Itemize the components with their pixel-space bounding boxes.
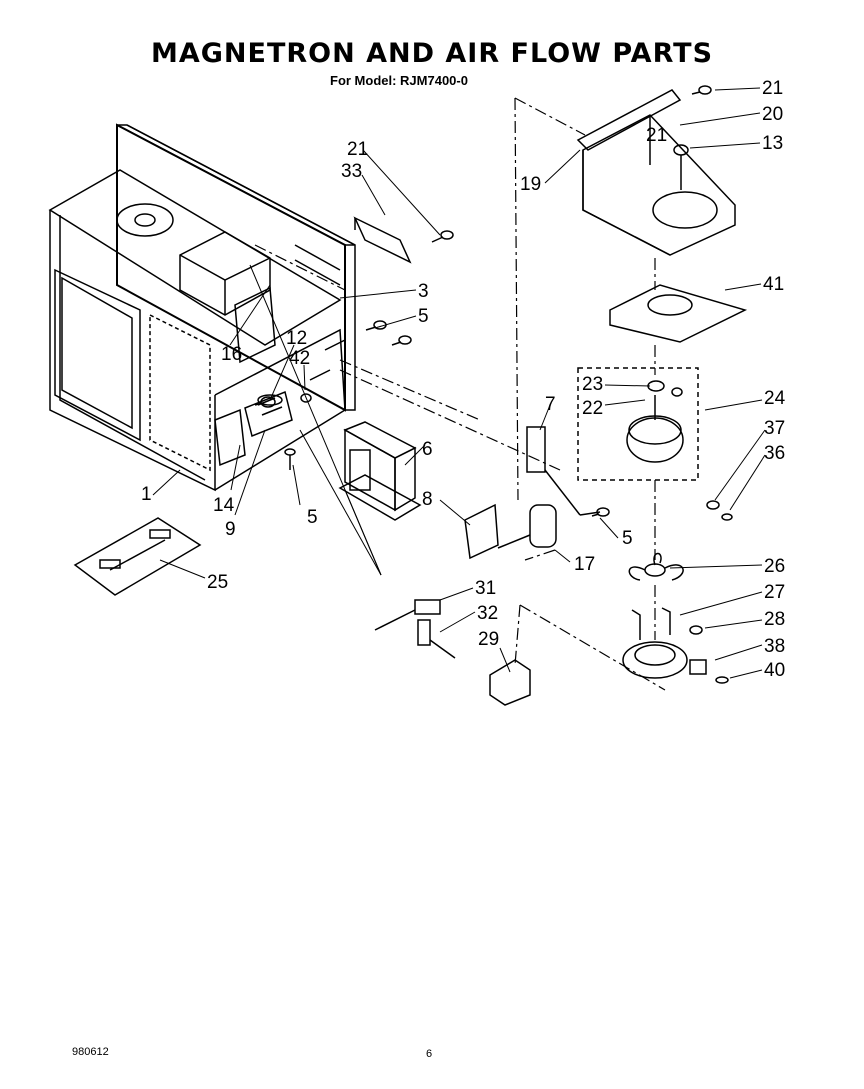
callout-label: 38 <box>764 636 785 657</box>
callout-label: 42 <box>289 348 310 369</box>
callout-label: 13 <box>762 133 783 154</box>
capacitor-bracket-8 <box>464 503 499 560</box>
callout-label: 41 <box>763 274 784 295</box>
callout-label: 32 <box>477 603 498 624</box>
callout-label: 3 <box>418 281 429 302</box>
page-title: MAGNETRON AND AIR FLOW PARTS <box>150 38 714 69</box>
callout-label: 24 <box>764 388 786 409</box>
part-25-plate <box>73 517 202 596</box>
assembly-guide-lines <box>254 97 666 691</box>
callout-label: 16 <box>221 344 242 365</box>
air-duct-part-20 <box>582 114 736 256</box>
model-subtitle: For Model: RJM7400-0 <box>330 73 468 88</box>
callout-label: 5 <box>622 528 633 549</box>
callout-label: 1 <box>141 484 152 505</box>
callout-label: 29 <box>478 629 499 650</box>
baffle-41 <box>609 284 748 343</box>
fan-blade-26 <box>628 552 684 581</box>
diode-7 <box>526 426 546 473</box>
callout-label: 22 <box>582 398 603 419</box>
callout-label: 37 <box>764 418 785 439</box>
transformer-part-6 <box>338 421 422 521</box>
callout-label: 40 <box>764 660 785 681</box>
callout-label: 7 <box>545 394 556 415</box>
callout-label: 36 <box>764 443 785 464</box>
callout-label: 8 <box>422 489 433 510</box>
callout-label: 5 <box>418 306 429 327</box>
part-29-thermal-cutout <box>489 659 531 706</box>
motor-box <box>577 367 699 481</box>
callout-label: 19 <box>520 174 541 195</box>
part-number-labels: 21 33 3 5 16 12 42 14 9 5 1 25 6 8 7 5 1… <box>141 78 786 681</box>
callout-label: 5 <box>307 507 318 528</box>
callout-label: 20 <box>762 104 783 125</box>
callout-label: 26 <box>764 556 785 577</box>
callout-label: 6 <box>422 439 433 460</box>
fan-base-27 <box>622 607 688 679</box>
callout-label: 33 <box>341 161 362 182</box>
callout-label: 31 <box>475 578 496 599</box>
callout-label: 21 <box>347 139 368 160</box>
part-31 <box>414 599 441 615</box>
callout-label: 21 <box>762 78 783 99</box>
callout-label: 17 <box>574 554 595 575</box>
page-number: 6 <box>426 1048 433 1060</box>
microwave-cavity-drawing <box>48 123 356 492</box>
callout-label: 12 <box>286 328 307 349</box>
part-33-bracket <box>353 216 412 264</box>
callout-label: 21 <box>646 125 667 146</box>
callout-label: 23 <box>582 374 603 395</box>
document-code: 980612 <box>72 1046 109 1058</box>
callout-label: 25 <box>207 572 228 593</box>
callout-label: 28 <box>764 609 785 630</box>
duct-rail-19 <box>576 89 682 151</box>
callout-label: 9 <box>225 519 236 540</box>
capacitor-17 <box>529 504 557 548</box>
hardware-fasteners <box>254 85 733 684</box>
callout-label: 27 <box>764 582 785 603</box>
callout-leaders <box>152 87 766 679</box>
callout-label: 14 <box>213 495 235 516</box>
fan-motor-24 <box>626 380 684 463</box>
part-32 <box>417 619 431 646</box>
